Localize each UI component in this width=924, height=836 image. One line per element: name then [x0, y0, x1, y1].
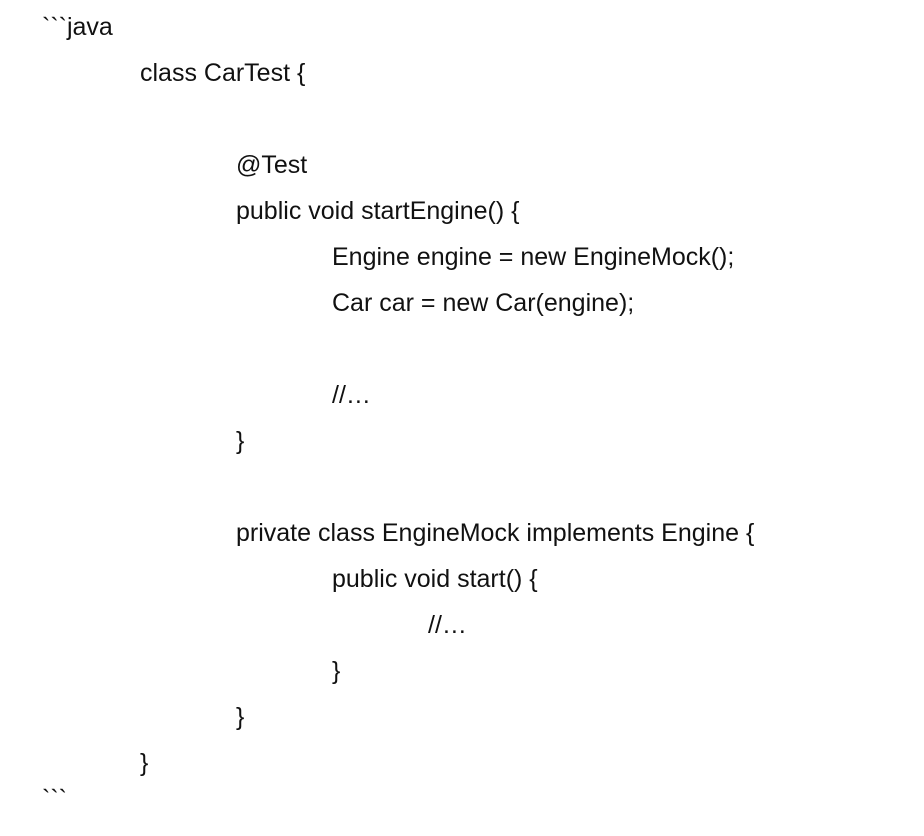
code-line: Engine engine = new EngineMock();	[332, 243, 735, 271]
code-fence-open: ```java	[42, 13, 113, 41]
code-line: }	[332, 657, 341, 685]
code-line: class CarTest {	[140, 59, 306, 87]
code-line: //…	[428, 611, 467, 639]
code-line: @Test	[236, 151, 308, 179]
code-line: public void startEngine() {	[236, 197, 520, 225]
code-fence-close: ```	[42, 785, 67, 813]
code-line: }	[236, 703, 245, 731]
code-line: Car car = new Car(engine);	[332, 289, 635, 317]
code-line: public void start() {	[332, 565, 538, 593]
code-line: private class EngineMock implements Engi…	[236, 519, 755, 547]
code-line: }	[140, 749, 149, 777]
code-line: //…	[332, 381, 371, 409]
code-line: }	[236, 427, 245, 455]
